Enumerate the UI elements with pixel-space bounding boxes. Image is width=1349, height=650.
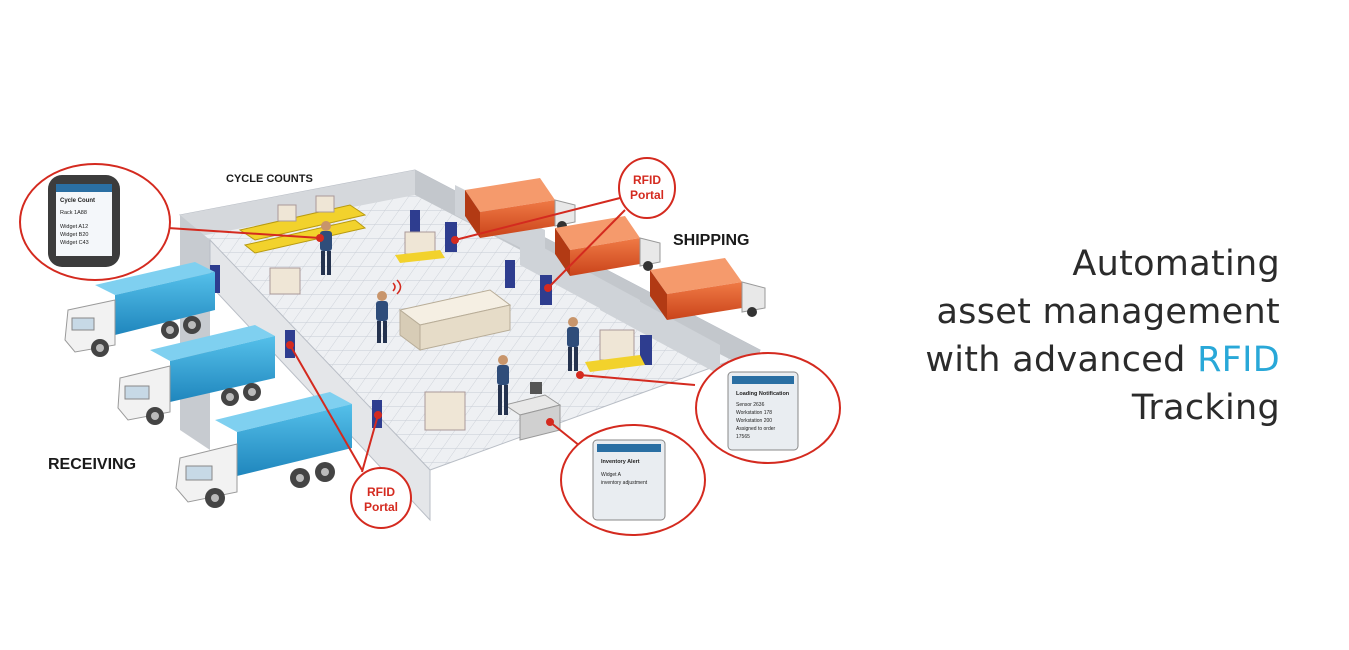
- loading-line: 17565: [736, 434, 750, 440]
- inventory-alert-title: Inventory Alert: [601, 459, 640, 465]
- headline-line1: Automating: [1072, 244, 1280, 284]
- loading-notification-callout: Loading Notification Sensor 2636 Worksta…: [695, 352, 841, 464]
- inventory-line: Widget A: [601, 472, 622, 478]
- boxes-pallet-rack: [269, 267, 301, 295]
- loading-line: Workstation 200: [736, 418, 772, 424]
- handheld-callout: Cycle Count Rack 1A88 Widget A12 Widget …: [19, 163, 171, 281]
- inventory-line: inventory adjustment: [601, 480, 648, 486]
- worker-workstation: [497, 355, 509, 415]
- worker-shipping: [567, 317, 579, 371]
- worker-center: [376, 279, 402, 343]
- headline-line4: Tracking: [1131, 388, 1280, 428]
- handheld-line3: Widget B20: [60, 232, 88, 238]
- handheld-line4: Widget C43: [60, 240, 89, 246]
- loading-line: Assigned to order: [736, 426, 776, 432]
- rfid-portal-label-line1: RFID: [633, 173, 661, 187]
- receiving-truck-3: [175, 392, 352, 508]
- rfid-portal-label-line1: RFID: [367, 485, 395, 499]
- headline-line3-prefix: with advanced: [925, 340, 1186, 380]
- inventory-alert-callout: Inventory Alert Widget A inventory adjus…: [560, 424, 706, 536]
- callout-connectors: [167, 197, 696, 473]
- boxes-pallet-shipping: [585, 329, 645, 372]
- handheld-line2: Widget A12: [60, 224, 88, 230]
- rfid-portal-label-line2: Portal: [364, 500, 398, 514]
- headline-line2: asset management: [936, 292, 1280, 332]
- receiving-truck-1: [64, 262, 215, 357]
- receiving-truck-2: [117, 325, 275, 425]
- headline-accent-rfid: RFID: [1197, 340, 1280, 380]
- receiving-label: RECEIVING: [48, 456, 136, 473]
- rfid-portal-callout-receiving: RFID Portal: [350, 467, 412, 529]
- boxes-pallet-forklift: [395, 231, 445, 263]
- loading-line: Sensor 2636: [736, 402, 765, 408]
- rfid-portal-label-line2: Portal: [630, 188, 664, 202]
- handheld-line1: Rack 1A88: [60, 210, 87, 216]
- loading-line: Workstation 178: [736, 410, 772, 416]
- boxes-pallet-center: [398, 289, 512, 351]
- cycle-counts-label: CYCLE COUNTS: [226, 173, 313, 185]
- shipping-label: SHIPPING: [673, 232, 749, 249]
- loading-notification-title: Loading Notification: [736, 391, 790, 397]
- handheld-title: Cycle Count: [60, 198, 95, 204]
- warehouse-rfid-diagram: Cycle Count Rack 1A88 Widget A12 Widget …: [19, 157, 841, 536]
- headline-line3: with advanced RFID: [925, 336, 1280, 384]
- rfid-portal-callout-shipping: RFID Portal: [618, 157, 676, 219]
- shipping-truck-2: [555, 216, 661, 276]
- boxes-pallet-receiving: [424, 391, 466, 431]
- headline: Automating asset management with advance…: [925, 240, 1280, 432]
- shipping-truck-3: [650, 258, 766, 320]
